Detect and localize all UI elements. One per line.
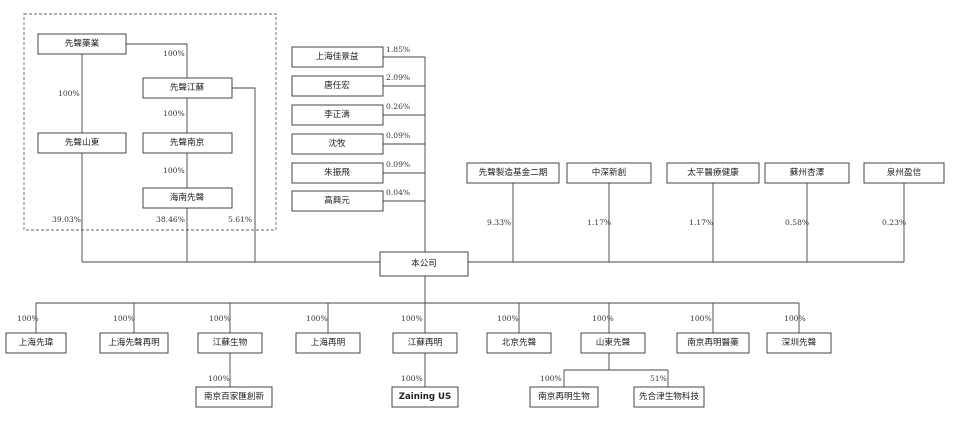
svg-text:江蘇再明: 江蘇再明 (408, 336, 442, 348)
node-sub-nanjing-baijiahui: 南京百家匯創新 (195, 386, 273, 408)
svg-text:Zaining US: Zaining US (399, 392, 451, 402)
node-sub-nanjing-zaiming-biotech: 南京再明生物 (529, 386, 599, 408)
node-shen-mu: 沈牧 (291, 133, 384, 155)
svg-text:先聲藥業: 先聲藥業 (65, 37, 100, 49)
node-xiansheng-shandong: 先聲山東 (37, 132, 127, 154)
svg-text:北京先聲: 北京先聲 (502, 336, 537, 348)
node-sub-shanghai-zaiming: 上海再明 (295, 332, 361, 354)
pct-hainan-company: 38.46% (156, 215, 185, 224)
node-xiansheng-jiangsu: 先聲江蘇 (142, 77, 233, 99)
pct-yaoye-shandong: 100% (58, 89, 80, 98)
svg-text:南京再明醫藥: 南京再明醫藥 (687, 336, 739, 348)
node-hainan-xiansheng: 海南先聲 (142, 187, 233, 209)
svg-text:先聲山東: 先聲山東 (65, 136, 100, 148)
pct-manufacturing-fund-ii: 9.33% (487, 218, 511, 227)
svg-text:沈牧: 沈牧 (328, 137, 346, 149)
svg-text:太平醫療健康: 太平醫療健康 (687, 166, 739, 178)
svg-text:高興元: 高興元 (324, 194, 350, 206)
svg-text:上海佳景益: 上海佳景益 (316, 50, 359, 62)
svg-text:江蘇生物: 江蘇生物 (213, 336, 248, 348)
pct-sub-9: 100% (784, 314, 806, 323)
group-boundary (23, 13, 277, 231)
node-sub-nanjing-zaiming-pharma: 南京再明醫藥 (676, 332, 750, 354)
pct-taiping-healthcare: 1.17% (689, 218, 713, 227)
node-shanghai-jiajingyi: 上海佳景益 (291, 46, 384, 68)
pct-nanjing-hainan: 100% (163, 166, 185, 175)
pct-sub-1: 100% (17, 314, 39, 323)
pct-xianhejin-biotech: 51% (650, 374, 667, 383)
node-quanzhou-yingxin: 泉州盈信 (863, 162, 945, 184)
node-sub-zaining-us: Zaining US (391, 386, 459, 408)
svg-text:蘇州杏澤: 蘇州杏澤 (790, 166, 825, 178)
pct-jiangsu-nanjing: 100% (163, 109, 185, 118)
svg-text:南京百家匯創新: 南京百家匯創新 (204, 390, 265, 402)
node-zhongshen-xinchuang: 中深新創 (566, 162, 652, 184)
pct-sub-6: 100% (497, 314, 519, 323)
svg-text:李正濤: 李正濤 (324, 108, 350, 120)
node-sub-xianhejin-biotech: 先合津生物科技 (633, 386, 705, 408)
node-taiping-healthcare: 太平醫療健康 (666, 162, 760, 184)
svg-text:中深新創: 中深新創 (592, 166, 626, 178)
svg-text:泉州盈信: 泉州盈信 (887, 166, 922, 178)
pct-yaoye-jiangsu: 100% (163, 49, 185, 58)
pct-gao-xingyuan: 0.04% (386, 188, 410, 197)
node-suzhou-xingze: 蘇州杏澤 (764, 162, 850, 184)
svg-text:先聲南京: 先聲南京 (170, 136, 205, 148)
svg-text:先聲江蘇: 先聲江蘇 (170, 81, 205, 93)
pct-quanzhou-yingxin: 0.23% (882, 218, 906, 227)
pct-sub-7: 100% (592, 314, 614, 323)
svg-text:海南先聲: 海南先聲 (170, 191, 205, 203)
pct-shandong-company: 39.03% (52, 215, 81, 224)
node-xiansheng-nanjing: 先聲南京 (142, 132, 233, 154)
pct-nanjing-zaiming-biotech: 100% (540, 374, 562, 383)
node-sub-shandong-xiansheng: 山東先聲 (580, 332, 646, 354)
pct-li-zhengtao: 0.26% (386, 102, 410, 111)
node-sub-beijing-xiansheng: 北京先聲 (486, 332, 552, 354)
node-manufacturing-fund-ii: 先聲製造基金二期 (466, 162, 560, 184)
pct-shen-mu: 0.09% (386, 131, 410, 140)
node-zhu-zhenfei: 朱振飛 (291, 162, 384, 184)
svg-text:朱振飛: 朱振飛 (324, 166, 350, 178)
svg-text:先聲製造基金二期: 先聲製造基金二期 (479, 166, 548, 178)
svg-text:本公司: 本公司 (411, 257, 437, 269)
svg-text:上海再明: 上海再明 (311, 336, 345, 348)
pct-shanghai-jiajingyi: 1.85% (386, 45, 410, 54)
pct-zhongshen-xinchuang: 1.17% (587, 218, 611, 227)
node-gao-xingyuan: 高興元 (291, 190, 384, 212)
pct-sub-3: 100% (209, 314, 231, 323)
pct-sub-2: 100% (113, 314, 135, 323)
svg-text:上海先瑋: 上海先瑋 (19, 336, 54, 348)
svg-text:深圳先聲: 深圳先聲 (782, 336, 817, 348)
node-sub-shanghai-xianwei: 上海先瑋 (5, 332, 67, 354)
pct-zaining-us: 100% (401, 374, 423, 383)
node-xiansheng-yaoye: 先聲藥業 (37, 33, 127, 55)
node-li-zhengtao: 李正濤 (291, 104, 384, 126)
node-sub-shenzhen-xiansheng: 深圳先聲 (766, 332, 832, 354)
pct-tang-renhong: 2.09% (386, 73, 410, 82)
pct-jiangsu-company: 5.61% (228, 215, 252, 224)
pct-sub-4: 100% (306, 314, 328, 323)
pct-sub-5: 100% (401, 314, 423, 323)
pct-suzhou-xingze: 0.58% (785, 218, 809, 227)
svg-text:山東先聲: 山東先聲 (596, 336, 631, 348)
svg-text:上海先聲再明: 上海先聲再明 (108, 336, 160, 348)
node-tang-renhong: 唐任宏 (291, 75, 384, 97)
connector-lines (35, 43, 905, 387)
pct-sub-8: 100% (690, 314, 712, 323)
node-sub-jiangsu-biotech: 江蘇生物 (197, 332, 263, 354)
svg-text:南京再明生物: 南京再明生物 (538, 390, 590, 402)
pct-zhu-zhenfei: 0.09% (386, 160, 410, 169)
pct-nanjing-baijiahui: 100% (208, 374, 230, 383)
svg-text:唐任宏: 唐任宏 (324, 79, 350, 91)
ownership-percentages: 100% 100% 100% 100% 39.03% 38.46% 5.61% … (17, 45, 906, 383)
node-sub-jiangsu-zaiming: 江蘇再明 (392, 332, 458, 354)
node-sub-shanghai-xiansheng-zaiming: 上海先聲再明 (99, 332, 169, 354)
svg-text:先合津生物科技: 先合津生物科技 (639, 390, 700, 402)
node-company: 本公司 (379, 251, 469, 277)
